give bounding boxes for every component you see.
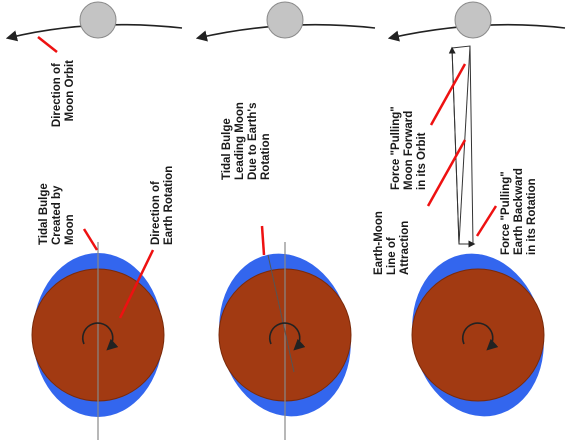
force-forward-arrow [448, 46, 460, 245]
pointer-tidal-bulge [82, 228, 99, 251]
panel-2: Tidal Bulge Leading Moon Due to Earth's … [195, 1, 376, 440]
pointer-earth-rotation [118, 249, 155, 319]
label-force-backward: Force "Pulling" Earth Backward in its Ro… [500, 165, 538, 255]
panel-3: Force "Pulling" Moon Forward in its Orbi… [373, 1, 566, 417]
label-tidal-bulge-leading: Tidal Bulge Leading Moon Due to Earth's … [221, 99, 272, 180]
earth [411, 268, 545, 402]
rotation-arrow-icon [461, 322, 499, 351]
bulge-axis [267, 254, 295, 373]
pointer-tidal-bulge-leading [260, 225, 266, 256]
label-line-of-attraction: Earth-Moon Line of Attraction [373, 208, 411, 275]
label-moon-orbit: Direction of Moon Orbit [51, 60, 76, 127]
moon [266, 1, 304, 39]
pointer-force-forward [429, 63, 467, 126]
line-of-attraction [458, 45, 471, 245]
pointer-force-backward [475, 205, 498, 237]
label-tidal-bulge-created: Tidal Bulge Created by Moon [38, 180, 76, 245]
label-force-forward: Force "Pulling" Moon Forward in its Orbi… [390, 103, 428, 190]
moon [79, 1, 117, 39]
rotation-arrow-icon [81, 322, 119, 351]
panel-1: Direction of Moon Orbit Tidal Bulge Crea… [5, 1, 183, 440]
rotation-arrow-icon [268, 322, 306, 351]
pointer-moon-orbit [37, 36, 58, 53]
label-earth-rotation: Direction of Earth Rotation [150, 166, 175, 245]
pointer-line-of-attraction [426, 139, 467, 207]
moon [454, 1, 492, 39]
